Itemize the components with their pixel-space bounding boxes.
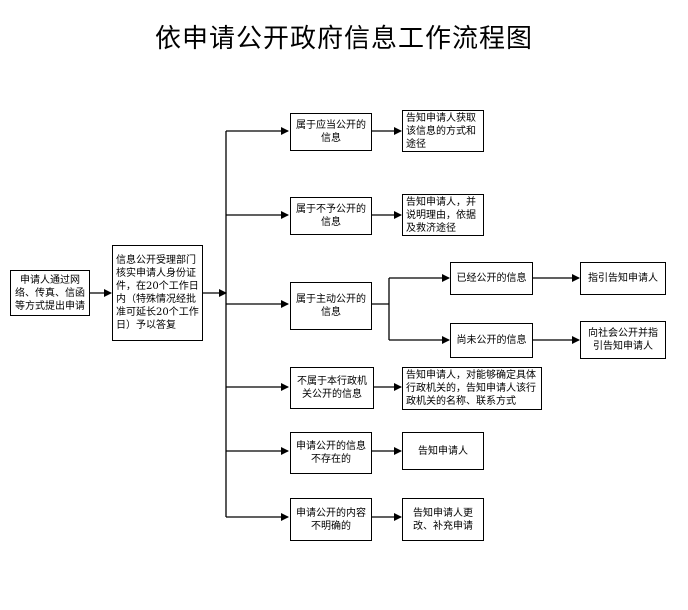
node-should-disclose-outcome: 告知申请人获取该信息的方式和途径 [402, 110, 484, 152]
node-unclear-outcome: 告知申请人更改、补充申请 [402, 498, 484, 541]
node-not-disclose-outcome: 告知申请人，并说明理由，依据及救济途径 [402, 194, 484, 236]
node-not-disclose: 属于不予公开的信息 [290, 197, 372, 235]
node-not-exist: 申请公开的信息不存在的 [290, 432, 372, 474]
node-not-yet-public: 尚未公开的信息 [450, 323, 533, 358]
node-not-this-agency-outcome: 告知申请人，对能够确定具体行政机关的，告知申请人该行政机关的名称、联系方式 [402, 367, 542, 410]
node-active-disclose: 属于主动公开的信息 [290, 282, 372, 330]
node-already-public-outcome: 指引告知申请人 [580, 262, 666, 295]
node-start: 申请人通过网络、传真、信函等方式提出申请 [10, 270, 90, 316]
node-should-disclose: 属于应当公开的信息 [290, 113, 372, 151]
node-not-this-agency: 不属于本行政机关公开的信息 [290, 367, 374, 409]
node-unclear: 申请公开的内容不明确的 [290, 498, 372, 541]
page-title: 依申请公开政府信息工作流程图 [154, 24, 533, 54]
node-already-public: 已经公开的信息 [450, 262, 533, 295]
node-accept: 信息公开受理部门核实申请人身份证件，在20个工作日内（特殊情况经批准可延长20个… [112, 245, 203, 341]
node-not-exist-outcome: 告知申请人 [402, 432, 484, 470]
node-not-yet-public-outcome: 向社会公开并指引告知申请人 [580, 321, 666, 359]
